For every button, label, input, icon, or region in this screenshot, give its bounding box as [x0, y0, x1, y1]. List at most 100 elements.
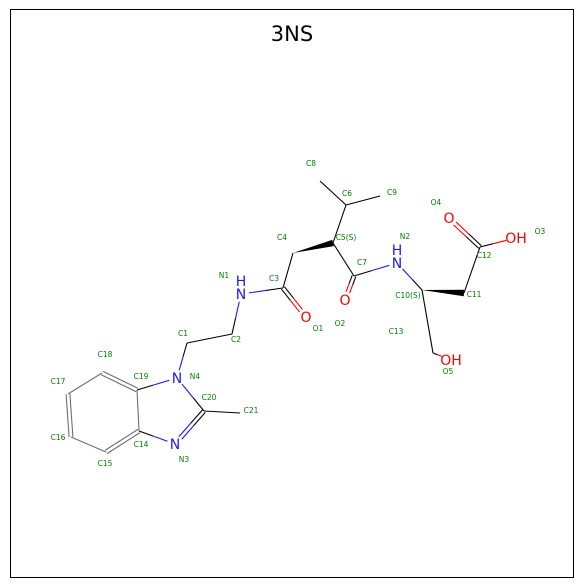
- atom-label-c21: C21: [244, 406, 259, 415]
- bond-half-line: [69, 393, 72, 416]
- bond-half-line: [137, 410, 140, 432]
- bond-half-line: [186, 337, 210, 344]
- atom-symbol-o1: O: [300, 310, 311, 326]
- atom-symbol-o3: OH: [505, 231, 527, 247]
- bond-c10-c13: [421, 289, 434, 354]
- atom-label-c15: C15: [98, 459, 113, 468]
- bond-half-line: [88, 443, 107, 453]
- bond-c14-c19: [136, 389, 140, 432]
- bond-n4-c19: [136, 379, 170, 391]
- bond-half-line: [332, 223, 341, 244]
- atom-symbol-n1: H: [236, 274, 247, 290]
- atom-symbol-n1: N: [236, 287, 246, 303]
- bond-half-line: [352, 276, 357, 286]
- bond-half-line: [104, 439, 122, 451]
- bond-c14-n3: [138, 430, 168, 442]
- bond-c11-c12: [463, 246, 481, 294]
- atom-label-c16: C16: [51, 433, 66, 442]
- atom-symbol-n3: N: [170, 437, 180, 453]
- atom-label-o5: O5: [443, 367, 454, 376]
- atom-label-c1: C1: [178, 329, 188, 338]
- atom-label-c12: C12: [477, 251, 492, 260]
- bond-half-line: [209, 333, 233, 340]
- bond-half-line: [235, 301, 240, 319]
- atom-label-n2: N2: [400, 232, 411, 241]
- atom-label-c7: C7: [357, 258, 367, 267]
- bond-half-line: [181, 425, 194, 440]
- bond-half-line: [421, 289, 429, 322]
- bond-c13-o5: [432, 352, 442, 357]
- bond-half-line: [362, 195, 381, 202]
- bond-c7-n2: [353, 264, 390, 277]
- atom-label-c2: C2: [231, 335, 241, 344]
- atom-label-c19: C19: [134, 372, 149, 381]
- bond-half-line: [402, 268, 413, 280]
- bond-half-line: [463, 269, 473, 294]
- bond-c12-o3: [479, 239, 507, 248]
- bond-half-line: [231, 317, 237, 335]
- bond-half-line: [349, 284, 354, 294]
- bond-half-line: [287, 252, 294, 271]
- bond-half-line: [293, 297, 303, 310]
- bond-c10-c11: [422, 289, 465, 297]
- bond-half-line: [455, 221, 470, 235]
- bond-half-line: [345, 283, 350, 293]
- atom-label-n3: N3: [179, 455, 190, 464]
- atom-symbol-n4: N: [172, 371, 182, 387]
- atom-label-c13: C13: [389, 327, 404, 336]
- bond-half-line: [319, 180, 334, 194]
- atom-label-c18: C18: [98, 350, 113, 359]
- atom-symbol-o4: O: [443, 211, 454, 227]
- bond-half-line: [493, 239, 507, 245]
- atom-label-c9: C9: [387, 188, 397, 197]
- bond-half-line: [182, 342, 188, 357]
- atom-label-o1: O1: [313, 324, 324, 333]
- atom-symbol-n2: N: [392, 256, 402, 272]
- bond-n1-c3: [248, 287, 284, 294]
- atom-label-c8: C8: [306, 159, 316, 168]
- bond-half-line: [345, 199, 364, 206]
- bond-half-line: [121, 428, 139, 441]
- atom-label-c20: C20: [202, 393, 217, 402]
- bond-half-line: [282, 270, 289, 289]
- bond-half-line: [353, 270, 372, 277]
- bond-half-line: [221, 411, 241, 414]
- bond-half-line: [411, 279, 423, 291]
- bond-half-line: [192, 397, 205, 412]
- atom-label-n4: N4: [190, 372, 201, 381]
- bond-c12-o4: [453, 221, 482, 249]
- bond-half-line: [67, 383, 86, 395]
- bond-half-line: [65, 394, 69, 416]
- atom-label-c5s: C5(S): [336, 233, 357, 242]
- atom-label-c14: C14: [134, 440, 149, 449]
- bond-c15-c14: [104, 428, 141, 455]
- bond-n4-c1: [178, 342, 188, 371]
- bond-half-line: [84, 372, 103, 384]
- bond-half-line: [265, 287, 284, 291]
- bond-half-line: [332, 242, 344, 260]
- bond-half-line: [100, 374, 119, 384]
- bond-half-line: [437, 354, 442, 357]
- bond-c20-n4: [181, 383, 205, 412]
- bond-half-line: [332, 192, 347, 206]
- bond-half-line: [138, 430, 154, 437]
- bond-half-line: [432, 352, 438, 356]
- bond-c3-c4: [282, 252, 294, 289]
- bond-half-line: [465, 236, 480, 249]
- bond-c3-o1: [281, 286, 303, 313]
- bond-c18-c17: [67, 372, 103, 395]
- bond-half-line: [426, 321, 434, 354]
- figure-frame: [10, 9, 574, 578]
- bond-half-line: [118, 382, 137, 393]
- atom-symbol-o2: O: [339, 293, 350, 309]
- bond-half-line: [193, 411, 206, 427]
- bond-half-line: [67, 415, 70, 438]
- atom-label-c4: C4: [277, 233, 287, 242]
- bond-c6-c8: [319, 180, 347, 206]
- bond-half-line: [120, 379, 139, 389]
- bond-half-line: [290, 300, 300, 313]
- bond-half-line: [343, 259, 355, 277]
- wedge-bond-shape: [293, 239, 334, 253]
